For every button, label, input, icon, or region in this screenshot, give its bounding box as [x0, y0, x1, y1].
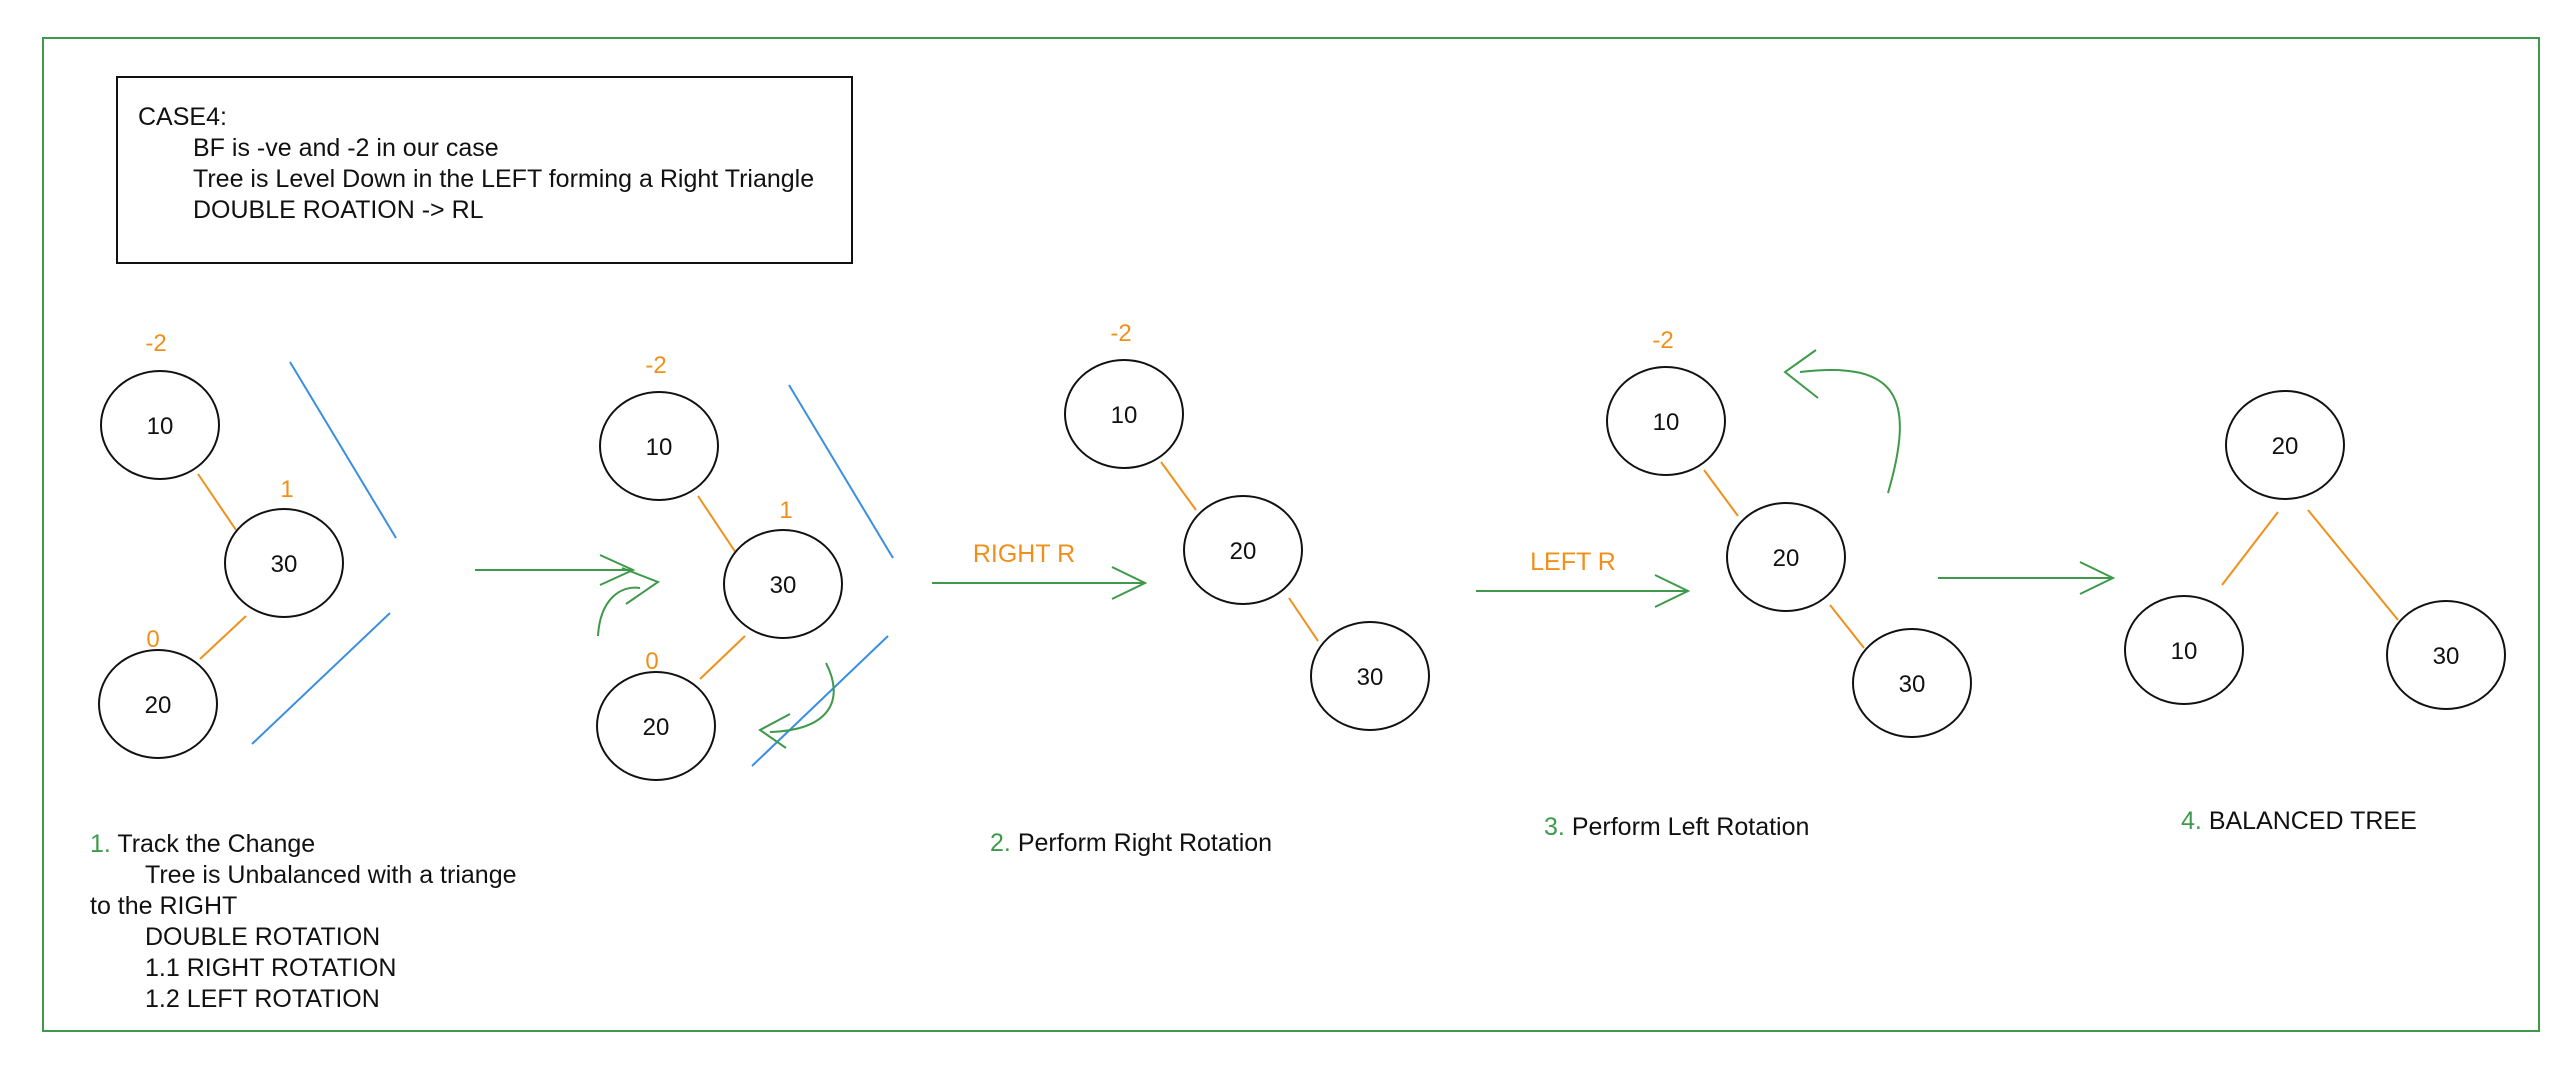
step-title: Perform Right Rotation: [1017, 829, 1273, 857]
edge-20-30: [1829, 604, 1865, 649]
tree-node: [1064, 359, 1184, 469]
step-1-caption: 1. Track the Change Tree is Unbalanced w…: [90, 829, 517, 1015]
step-4-caption: 4. BALANCED TREE: [2181, 806, 2417, 837]
stage-1-tree: 10 30 20 -2 1 0: [98, 330, 397, 759]
tree-node: [1852, 628, 1972, 738]
node-label: 10: [147, 413, 174, 440]
edge-30-20: [199, 615, 247, 660]
tree-node: [1726, 502, 1846, 612]
guide-line: [289, 361, 397, 539]
stage-3-tree: 10 20 30 -2: [1064, 320, 1430, 731]
step-title: Perform Left Rotation: [1571, 813, 1810, 841]
rotation-arrowhead: [758, 713, 791, 749]
tree-node: [98, 649, 218, 759]
step-2-caption: 2. Perform Right Rotation: [990, 828, 1272, 859]
step-3-caption: 3. Perform Left Rotation: [1544, 812, 1809, 843]
node-label: 20: [1773, 545, 1800, 572]
balance-factor: -2: [645, 352, 666, 379]
tree-node: [100, 370, 220, 480]
edge-10-20: [1160, 461, 1197, 511]
step-number: 2.: [990, 829, 1011, 857]
balance-factor: 0: [645, 648, 658, 675]
tree-node: [1183, 495, 1303, 605]
node-label: 30: [1357, 664, 1384, 691]
diagram-frame: [42, 37, 2540, 1032]
tree-node: [2124, 595, 2244, 705]
stage-5-balanced-tree: 20 10 30: [2124, 390, 2506, 710]
node-label: 20: [145, 692, 172, 719]
case-description-box: CASE4: BF is -ve and -2 in our case Tree…: [116, 76, 853, 264]
step-line: to the RIGHT: [90, 892, 238, 920]
tree-node: [1606, 366, 1726, 476]
balance-factor: -2: [145, 330, 166, 357]
guide-line: [751, 635, 889, 767]
rotation-arrow: [1799, 368, 1901, 494]
transition-arrow: RIGHT R: [932, 540, 1148, 600]
tree-node: [1310, 621, 1430, 731]
case-line-3: DOUBLE ROATION -> RL: [193, 196, 484, 224]
transition-arrow: LEFT R: [1476, 548, 1691, 608]
node-label: 30: [271, 551, 298, 578]
balance-factor: 1: [280, 476, 293, 503]
guide-line: [251, 612, 391, 745]
rotation-arrow: [597, 586, 641, 637]
node-label: 10: [1653, 409, 1680, 436]
node-label: 20: [2272, 433, 2299, 460]
tree-node: [596, 671, 716, 781]
left-rotation-label: LEFT R: [1530, 548, 1616, 576]
transition-arrow: [1938, 561, 2116, 595]
node-label: 10: [1111, 402, 1138, 429]
stage-2-tree: 10 30 20 -2 1 0: [596, 352, 894, 781]
tree-node: [2225, 390, 2345, 500]
tree-node: [2386, 600, 2506, 710]
step-number: 1.: [90, 830, 111, 858]
step-number: 3.: [1544, 813, 1565, 841]
tree-node: [599, 391, 719, 501]
rotation-arrow: [769, 662, 835, 733]
balance-factor: -2: [1110, 320, 1131, 347]
node-label: 10: [2171, 638, 2198, 665]
transition-arrow: [475, 554, 636, 586]
step-line: 1.1 RIGHT ROTATION: [145, 954, 397, 982]
edge-20-30: [1288, 597, 1319, 642]
edge-20-30: [2307, 509, 2399, 621]
balance-factor: 1: [779, 497, 792, 524]
case-title: CASE4:: [138, 103, 227, 131]
rotation-arrowhead: [621, 567, 661, 605]
node-label: 20: [643, 714, 670, 741]
node-label: 30: [2433, 643, 2460, 670]
balance-factor: 0: [146, 626, 159, 653]
balance-factor: -2: [1652, 327, 1673, 354]
rotation-arrowhead: [1783, 349, 1819, 399]
tree-node: [224, 508, 344, 618]
step-number: 4.: [2181, 807, 2202, 835]
guide-line: [788, 384, 894, 559]
step-title: Track the Change: [117, 830, 316, 858]
case-line-2: Tree is Level Down in the LEFT forming a…: [193, 165, 815, 193]
edge-10-20: [1703, 469, 1739, 517]
step-title: BALANCED TREE: [2208, 807, 2417, 835]
edge-10-30: [197, 473, 237, 531]
right-rotation-label: RIGHT R: [973, 540, 1075, 568]
step-line: DOUBLE ROTATION: [145, 923, 381, 951]
node-label: 30: [770, 572, 797, 599]
tree-node: [723, 529, 843, 639]
edge-10-30: [697, 495, 737, 554]
node-label: 20: [1230, 538, 1257, 565]
edge-30-20: [699, 635, 746, 680]
edge-20-10: [2221, 511, 2279, 586]
case-line-1: BF is -ve and -2 in our case: [193, 134, 499, 162]
step-line: Tree is Unbalanced with a triange: [145, 861, 517, 889]
stage-4-tree: 10 20 30 -2: [1606, 327, 1972, 738]
node-label: 30: [1899, 671, 1926, 698]
node-label: 10: [646, 434, 673, 461]
step-line: 1.2 LEFT ROTATION: [145, 985, 380, 1013]
